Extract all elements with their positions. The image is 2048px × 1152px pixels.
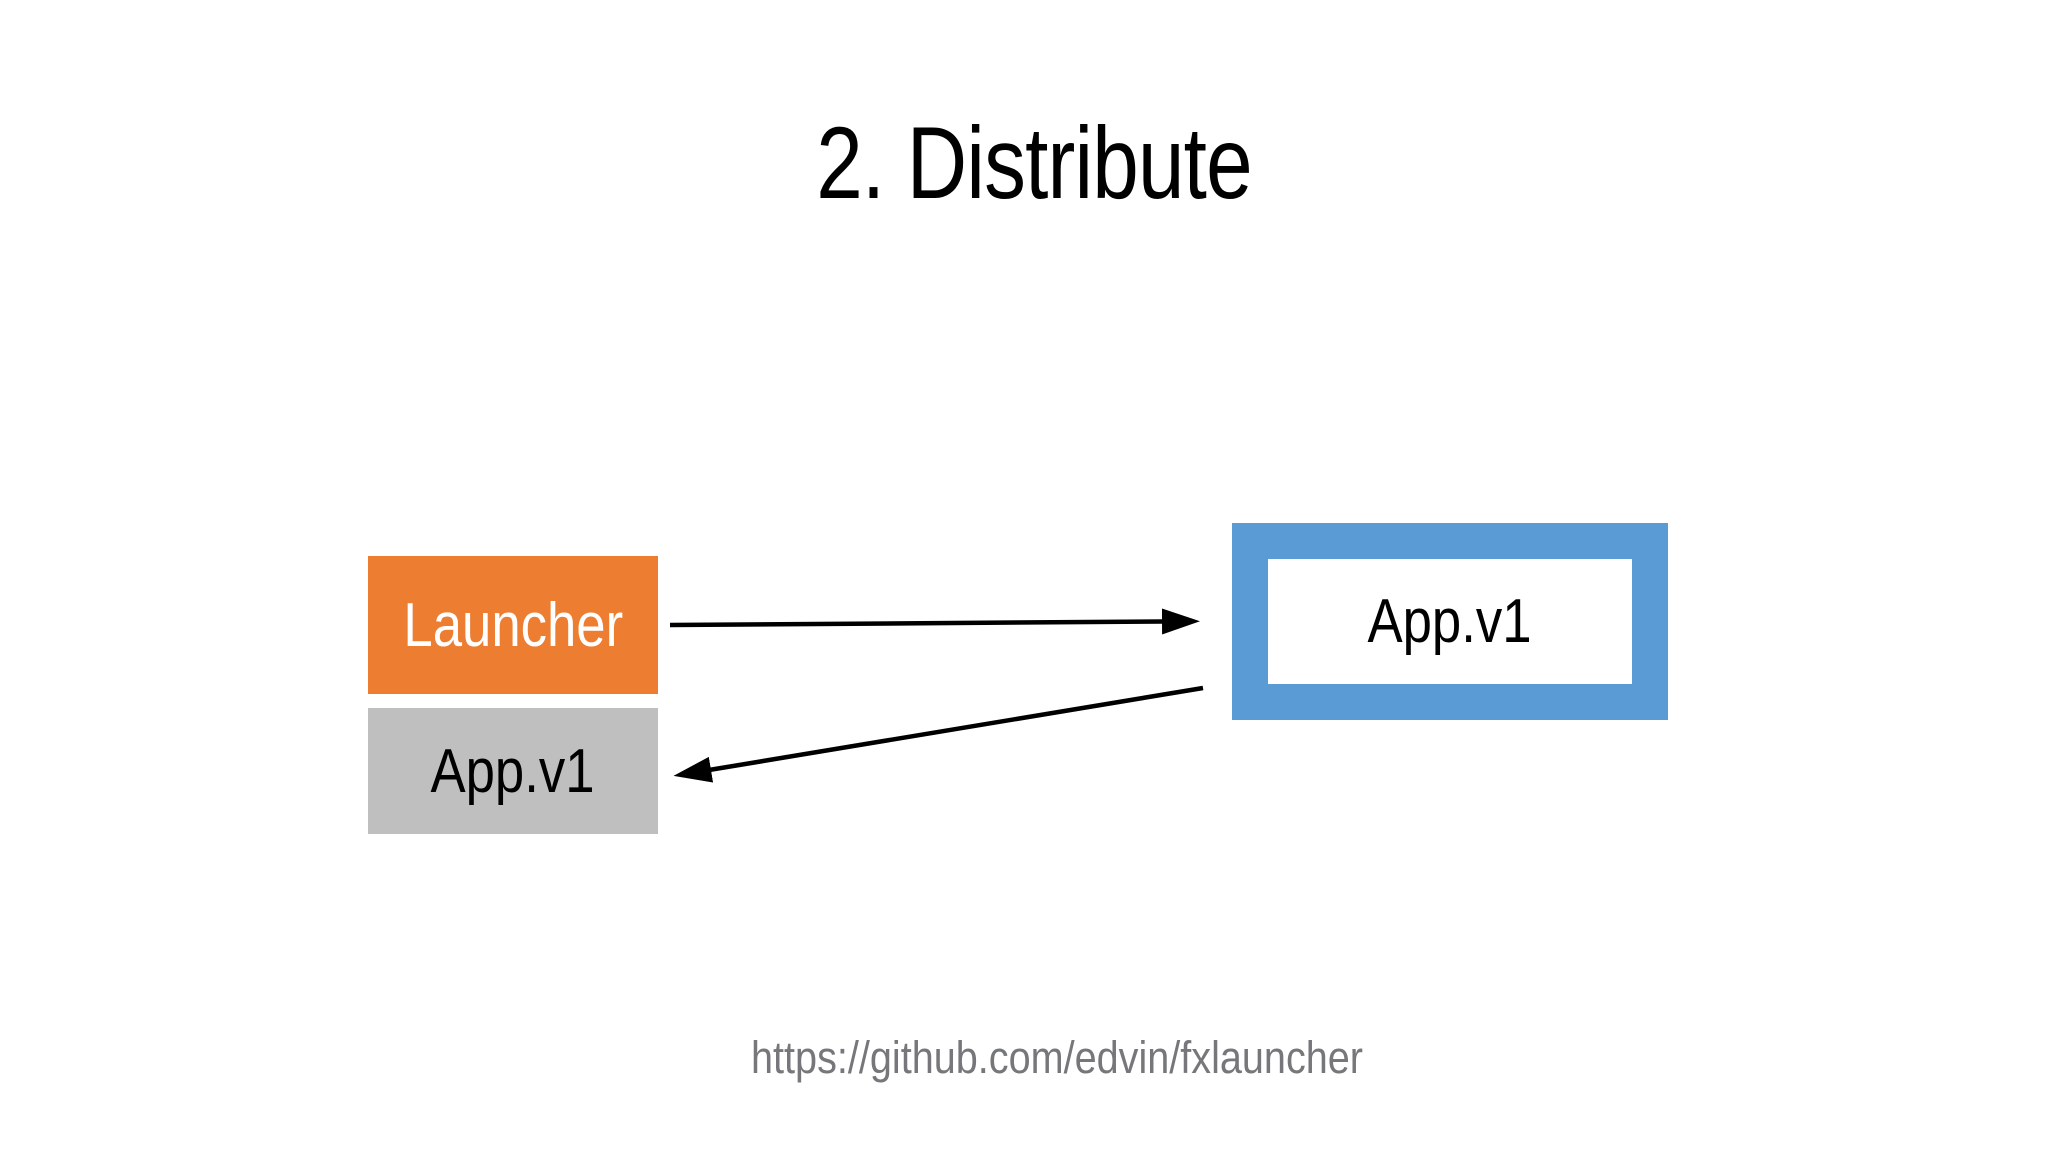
slide-title: 2. Distribute bbox=[816, 106, 1252, 220]
arrow-remote-app-to-local-app bbox=[673, 685, 1204, 783]
footer-url: https://github.com/edvin/fxlauncher bbox=[751, 1032, 1363, 1083]
remote-app-box-label: App.v1 bbox=[1367, 587, 1533, 656]
launcher-box-label: Launcher bbox=[403, 590, 623, 660]
local-app-box: App.v1 bbox=[368, 708, 658, 834]
arrow-launcher-to-remote-app bbox=[669, 608, 1200, 635]
local-app-box-label: App.v1 bbox=[430, 736, 596, 806]
remote-app-box: App.v1 bbox=[1232, 523, 1668, 720]
launcher-box: Launcher bbox=[368, 556, 658, 694]
